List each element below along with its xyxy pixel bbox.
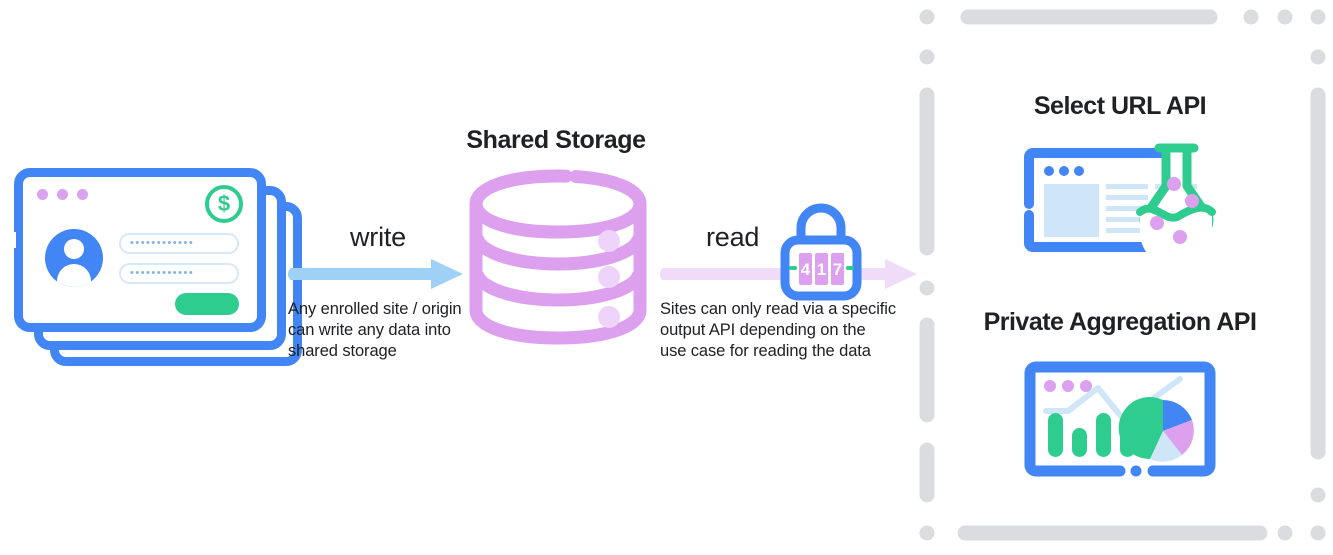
- browser-window-with-flask-icon: [1016, 140, 1231, 268]
- combination-padlock-icon: 4 1 7: [779, 200, 863, 301]
- output-api-panel: Select URL API: [919, 9, 1326, 541]
- storage-tier-dot-1: [598, 230, 620, 252]
- lock-digit-2: 1: [817, 260, 826, 279]
- avatar-body: [57, 264, 91, 287]
- dollar-coin-icon: $: [205, 185, 243, 223]
- user-avatar-icon: [45, 229, 103, 287]
- storage-title: Shared Storage: [466, 126, 646, 154]
- submit-button[interactable]: [175, 293, 239, 315]
- username-field[interactable]: ••••••••••••: [119, 233, 239, 254]
- window-dot-3: [77, 189, 88, 200]
- site-card-front: $ •••••••••••• ••••••••••••: [14, 168, 266, 332]
- write-arrow-wrap: [288, 257, 468, 291]
- card-edge-notch: [3, 232, 16, 248]
- window-dot-2: [57, 189, 68, 200]
- avatar-head: [64, 239, 84, 259]
- read-label: read: [706, 222, 760, 252]
- right-arrow-icon: [288, 259, 463, 289]
- analytics-dashboard-icon: [1020, 355, 1220, 485]
- lock-digit-1: 4: [801, 260, 811, 279]
- flask-icon: [1136, 143, 1216, 268]
- database-cylinder-icon: [468, 168, 648, 346]
- write-label: write: [349, 222, 406, 252]
- storage-tier-dot-2: [598, 266, 620, 288]
- select-url-api-title: Select URL API: [1033, 92, 1207, 120]
- password-field[interactable]: ••••••••••••: [119, 263, 239, 284]
- stacked-site-cards: $ •••••••••••• ••••••••••••: [3, 168, 304, 368]
- write-description: Any enrolled site / origin can write any…: [288, 300, 462, 360]
- window-dot-1: [37, 189, 48, 200]
- private-aggregation-api-title: Private Aggregation API: [983, 308, 1257, 336]
- write-flow-group: write Any enrolled site / origin can wri…: [288, 222, 468, 362]
- read-description: Sites can only read via a specific outpu…: [660, 300, 896, 360]
- lock-digit-3: 7: [833, 260, 842, 279]
- dashed-panel-border: [919, 9, 1326, 541]
- window-dots: [37, 189, 88, 200]
- storage-tier-dot-3: [598, 306, 620, 328]
